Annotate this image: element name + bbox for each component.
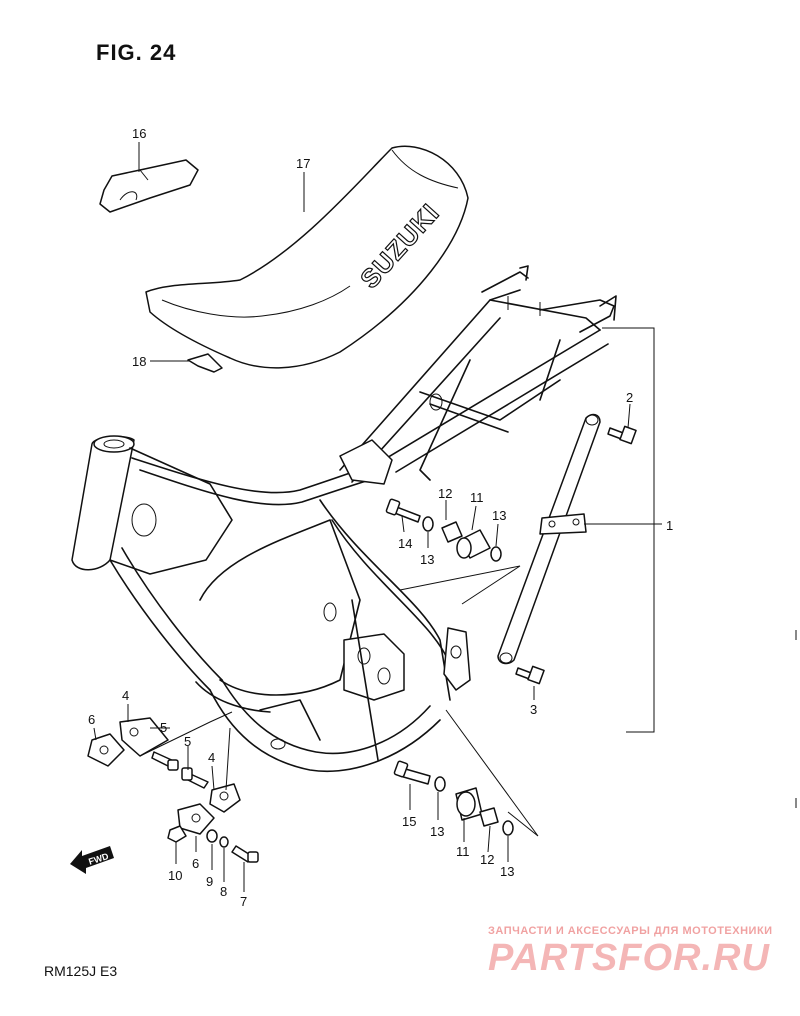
washer-8 bbox=[219, 836, 229, 848]
bolt-2-part bbox=[607, 425, 637, 445]
callout-3: 3 bbox=[530, 702, 537, 717]
callout-5-right: 5 bbox=[160, 720, 167, 735]
callout-13-upper-right: 13 bbox=[492, 508, 506, 523]
seat-part: SUZUKI bbox=[145, 145, 469, 369]
upper-mount-hardware bbox=[385, 498, 521, 605]
callout-11-lower: 11 bbox=[456, 844, 470, 859]
bolt-7 bbox=[231, 845, 259, 863]
callout-13-lower-right: 13 bbox=[500, 864, 514, 879]
callout-17: 17 bbox=[296, 156, 310, 171]
model-code: RM125J E3 bbox=[44, 963, 117, 979]
callout-7: 7 bbox=[240, 894, 247, 909]
fwd-arrow-icon: FWD bbox=[70, 846, 114, 874]
callout-18: 18 bbox=[132, 354, 146, 369]
callout-10: 10 bbox=[168, 868, 182, 883]
engine-plate-4b bbox=[209, 783, 241, 813]
leader-lines bbox=[93, 142, 662, 892]
watermark: ЗАПЧАСТИ И АКСЕССУАРЫ ДЛЯ МОТОТЕХНИКИ PA… bbox=[488, 925, 773, 979]
callouts: 16 17 18 2 1 3 12 11 13 14 13 4 6 5 5 4 … bbox=[88, 126, 673, 909]
frame-part bbox=[71, 265, 617, 772]
watermark-site: PARTSFOR.RU bbox=[488, 937, 770, 979]
bolt-3-part bbox=[515, 665, 545, 685]
callout-6-left: 6 bbox=[88, 712, 95, 727]
engine-plate-6b bbox=[177, 803, 215, 835]
subframe-strut-part bbox=[497, 413, 601, 665]
figure-title: FIG. 24 bbox=[96, 40, 176, 65]
callout-8: 8 bbox=[220, 884, 227, 899]
watermark-tagline: ЗАПЧАСТИ И АКСЕССУАРЫ ДЛЯ МОТОТЕХНИКИ bbox=[488, 925, 773, 937]
callout-5-lower: 5 bbox=[184, 734, 191, 749]
callout-6-lower: 6 bbox=[192, 856, 199, 871]
callout-13-upper-left: 13 bbox=[420, 552, 434, 567]
callout-12-upper: 12 bbox=[438, 486, 452, 501]
seat-clip-part bbox=[187, 353, 223, 373]
callout-11-upper: 11 bbox=[470, 490, 484, 505]
callout-1: 1 bbox=[666, 518, 673, 533]
lower-mount-hardware bbox=[393, 709, 539, 837]
callout-13-lower-left: 13 bbox=[430, 824, 444, 839]
bolt-5b bbox=[181, 767, 209, 789]
callout-2: 2 bbox=[626, 390, 633, 405]
callout-16: 16 bbox=[132, 126, 146, 141]
callout-4-left: 4 bbox=[122, 688, 129, 703]
callout-14: 14 bbox=[398, 536, 412, 551]
engine-plate-6a bbox=[87, 733, 125, 767]
callout-12-lower: 12 bbox=[480, 852, 494, 867]
washer-9 bbox=[206, 829, 218, 843]
bolt-5a bbox=[151, 751, 179, 771]
nut-10 bbox=[167, 825, 187, 843]
seat-pad-part bbox=[99, 159, 199, 213]
callout-9: 9 bbox=[206, 874, 213, 889]
callout-4-right: 4 bbox=[208, 750, 215, 765]
callout-15: 15 bbox=[402, 814, 416, 829]
